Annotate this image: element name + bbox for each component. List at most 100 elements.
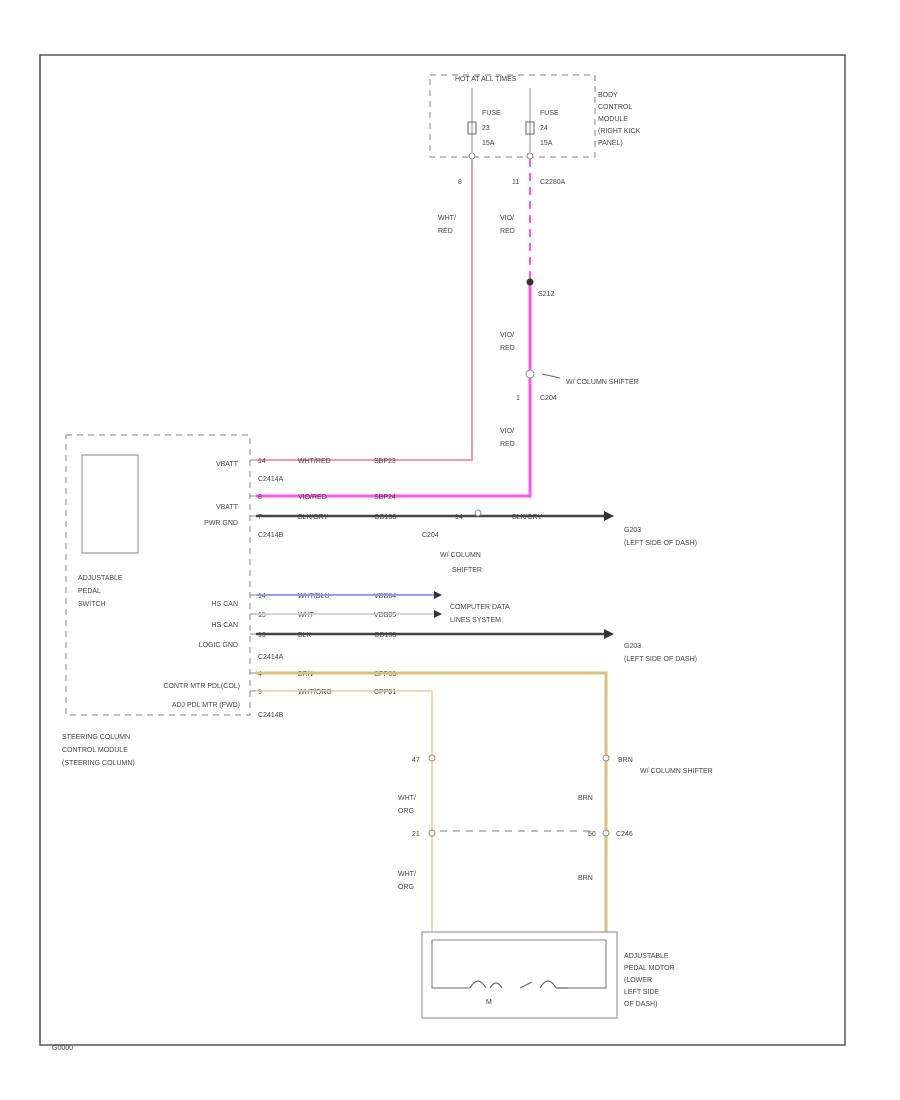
wire-label-vio-red-a2: RED: [500, 228, 515, 235]
motor-right-wire-2: BRN: [578, 875, 593, 882]
motor-left-pin-mid-number: 21: [412, 831, 420, 838]
motor-right-wire-1: BRN: [578, 795, 593, 802]
c204-label: C204: [540, 395, 557, 402]
circuit-hs-can-1: VDB04: [374, 593, 396, 600]
pin-stubs: [250, 459, 256, 692]
footer-code: G0000: [52, 1045, 73, 1052]
fuse-left-pin: [468, 152, 476, 160]
circuit-hs-can-2: VDB05: [374, 612, 396, 619]
pin-number-vbatt-1: 14: [258, 458, 266, 465]
wire-wht-org: [256, 690, 433, 932]
c204-ground-pin: [474, 509, 482, 517]
fuse-box-outline: [429, 74, 596, 158]
pin-name-hs-can-2: HS CAN: [212, 622, 238, 629]
pin-name-adj-pdl-mtr: ADJ PDL MTR (FWD): [172, 702, 240, 709]
bcm-line-2: CONTROL: [598, 104, 632, 111]
motor-left-wire-2a: WHT/: [398, 871, 416, 878]
c204-note-arrow: [541, 373, 561, 379]
motor-label-3: (LOWER: [624, 977, 652, 984]
bcm-line-1: BODY: [598, 92, 618, 99]
ground-run: 14 C204 BLK/GRY W/ COLUMN SHIFTER G203 (…: [256, 509, 697, 574]
motor-left-pin-top-number: 47: [412, 757, 420, 764]
ground-g203-top-1: G203: [624, 527, 641, 534]
motor-right-connector: C246: [616, 831, 633, 838]
wire-vio-red: [256, 282, 532, 498]
bcm-line-3: MODULE: [598, 116, 628, 123]
splice-s212: [526, 278, 534, 286]
fuse-right-symbol: [525, 121, 535, 135]
ground-g203-bottom-2: (LEFT SIDE OF DASH): [624, 656, 697, 663]
wire-color-adj-pdl-mtr: WHT/ORG: [298, 689, 332, 696]
wire-label-vio-red-b1: VIO/: [500, 332, 514, 339]
pin-number-pwr-gnd: 7: [258, 514, 262, 521]
ground-run-note-1: W/ COLUMN: [440, 552, 481, 559]
connector-c2414a-bottom: C2414A: [258, 654, 284, 661]
circuit-vbatt-1: SBP23: [374, 458, 396, 465]
wire-label-vio-red-a1: VIO/: [500, 215, 514, 222]
motor-wires: 47 WHT/ ORG 21 WHT/ ORG BRN W/ COLUMN SH…: [256, 671, 713, 932]
adjustable-pedal-switch: [81, 454, 139, 554]
motor-left-wire-2b: ORG: [398, 884, 414, 891]
pin-number-hs-can-1: 14: [258, 593, 266, 600]
fuse-right-pin: [526, 152, 534, 160]
switch-label-2: PEDAL: [78, 588, 101, 595]
motor-right-pin-mid-number: 50: [588, 831, 596, 838]
motor-right-pin-mid: [602, 829, 610, 837]
wire-brn: [256, 671, 608, 932]
wire-label-wht-red-1: WHT/: [438, 215, 456, 222]
motor-outline: [421, 931, 618, 1019]
connector-c2414b-top: C2414B: [258, 532, 284, 539]
diagram-frame: [39, 54, 846, 1046]
fuse-box: HOT AT ALL TIMES FUSE 23 15A FUSE 24 15A…: [429, 74, 641, 186]
wire-color-vbatt-1: WHT/RED: [298, 458, 331, 465]
pin-number-logic-gnd: 16: [258, 632, 266, 639]
connector-c2414a-top: C2414A: [258, 476, 284, 483]
motor-label-2: PEDAL MOTOR: [624, 965, 675, 972]
fuse-right-pin-number: 11: [512, 179, 519, 186]
switch-label-1: ADJUSTABLE: [78, 575, 123, 582]
sccm-label-1: STEERING COLUMN: [62, 734, 130, 741]
pin-name-pwr-gnd: PWR GND: [204, 520, 238, 527]
pin-number-adj-pdl-mtr: 9: [258, 689, 262, 696]
motor-circuit: [431, 940, 470, 989]
ground-g203-bottom-1: G203: [624, 643, 641, 650]
switch-label-3: SWITCH: [78, 601, 106, 608]
fuse-connector-label: C2280A: [540, 179, 566, 186]
pin-name-vbatt-1: VBATT: [216, 461, 239, 468]
can-dest-2: LINES SYSTEM: [450, 617, 501, 624]
motor-left-pin-top: [428, 754, 436, 762]
wire-color-logic-gnd: BLK: [298, 632, 312, 639]
ground-run-note-2: SHIFTER: [452, 567, 482, 574]
wire-wht-red: [256, 159, 473, 461]
circuit-adj-pdl-mtr: CPP01: [374, 689, 396, 696]
c204-ground-pin-number: 14: [455, 514, 463, 521]
ground-arrow-bottom: [604, 629, 614, 639]
adjustable-pedal-motor: M ADJUSTABLE PEDAL MOTOR (LOWER LEFT SID…: [421, 931, 675, 1019]
fuse-left-label: FUSE: [482, 110, 501, 117]
motor-right-pin-top: [602, 754, 610, 762]
wire-label-vio-red-c2: RED: [500, 441, 515, 448]
pin-name-contr-mtr: CONTR MTR PDL(COL): [163, 683, 240, 690]
can-arrow-1: [434, 591, 442, 599]
fuse-right-label: FUSE: [540, 110, 559, 117]
motor-right-wire-top: BRN: [618, 757, 633, 764]
circuit-pwr-gnd: GD138: [374, 514, 396, 521]
pin-name-vbatt-2: VBATT: [216, 504, 239, 511]
sccm-label-2: CONTROL MODULE: [62, 747, 128, 754]
steering-column-module: ADJUSTABLE PEDAL SWITCH STEERING COLUMN …: [62, 434, 396, 767]
circuit-logic-gnd: GD138: [374, 632, 396, 639]
motor-left-wire-1b: ORG: [398, 808, 414, 815]
circuit-vbatt-2: SBP24: [374, 494, 396, 501]
fuse-box-title: HOT AT ALL TIMES: [455, 76, 517, 83]
wire-color-vbatt-2: VIO/RED: [298, 494, 327, 501]
fuse-left-number: 23: [482, 125, 490, 132]
fuse-right-amps: 15A: [540, 140, 553, 147]
wire-label-wht-red-2: RED: [438, 228, 453, 235]
c204-note: W/ COLUMN SHIFTER: [566, 379, 639, 386]
motor-right-note: W/ COLUMN SHIFTER: [640, 768, 713, 775]
c204-pin-number: 1: [516, 395, 520, 402]
ground-arrow-top: [604, 511, 614, 521]
c204-ground-connector: C204: [422, 532, 439, 539]
c204-pin: [525, 369, 535, 379]
ground-run-wire: BLK/GRY: [512, 514, 543, 521]
